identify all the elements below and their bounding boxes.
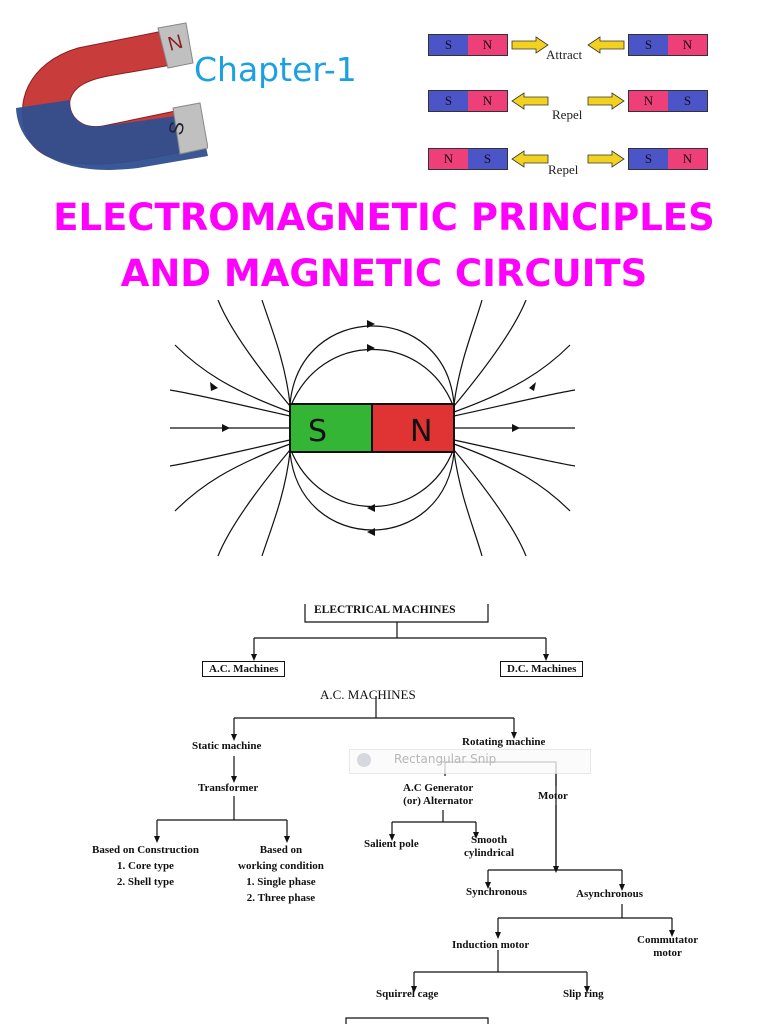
tree-root: ELECTRICAL MACHINES <box>314 604 456 616</box>
tree-slip-ring: Slip ring <box>563 988 604 1000</box>
magnet-bar: S N <box>428 34 508 56</box>
tree-induction: Induction motor <box>452 939 530 951</box>
tree-ac-heading: A.C. MACHINES <box>320 687 416 702</box>
tree-salient: Salient pole <box>364 838 419 850</box>
tree-commutator-line: Commutator <box>637 934 699 946</box>
magnet-bar: N S <box>428 148 508 170</box>
tree-commutator: Commutator motor <box>637 934 698 960</box>
pole-label: N <box>468 91 507 111</box>
attract-label: Attract <box>546 47 583 62</box>
tree-synchronous: Synchronous <box>466 886 527 898</box>
tree-working-line: working condition <box>238 860 324 872</box>
pole-label: N <box>668 149 707 169</box>
tree-generator-line: (or) Alternator <box>403 795 474 807</box>
title-line-2: AND MAGNETIC CIRCUITS <box>120 252 648 295</box>
pole-label: N <box>629 91 668 111</box>
bar-magnet-s-label: S <box>308 414 327 449</box>
tree-working: Based on working condition 1. Single pha… <box>238 842 324 906</box>
magnet-bar: S N <box>628 34 708 56</box>
arrow-icon <box>511 150 625 168</box>
bar-magnet-n-label: N <box>410 414 432 449</box>
pole-label: S <box>429 35 468 55</box>
repel-label: Repel <box>548 162 579 177</box>
tree-asynchronous: Asynchronous <box>576 888 644 900</box>
pole-label: N <box>429 149 468 169</box>
tree-construction-line: 1. Core type <box>117 860 174 872</box>
magnet-bar: S N <box>428 90 508 112</box>
pole-label: N <box>668 35 707 55</box>
pole-label: S <box>629 149 668 169</box>
tree-construction-line: 2. Shell type <box>116 876 175 888</box>
tree-commutator-line: motor <box>653 947 682 959</box>
tree-ac-machines: A.C. Machines <box>202 661 286 677</box>
tree-dc-machines: D.C. Machines <box>500 661 584 677</box>
pole-label: S <box>629 35 668 55</box>
chapter-label: Chapter-1 <box>194 50 357 89</box>
tree-squirrel: Squirrel cage <box>376 988 439 1000</box>
rectangular-snip-button[interactable] <box>349 749 591 774</box>
tree-transformer: Transformer <box>198 782 259 794</box>
tree-generator-line: A.C Generator <box>403 782 474 794</box>
tree-motor: Motor <box>538 790 568 802</box>
tree-static: Static machine <box>192 740 262 752</box>
tree-smooth-line: cylindrical <box>464 847 515 859</box>
snip-label: Rectangular Snip <box>394 752 497 766</box>
tree-construction: Based on Construction 1. Core type 2. Sh… <box>92 842 199 890</box>
magnet-bar: N S <box>628 90 708 112</box>
pole-label: S <box>468 149 507 169</box>
horseshoe-magnet: N S <box>16 22 208 170</box>
arrow-icon <box>511 36 625 54</box>
snip-icon <box>357 753 371 767</box>
horseshoe-n-label: N <box>166 31 186 56</box>
horseshoe-s-label: S <box>165 120 189 137</box>
tree-generator: A.C Generator (or) Alternator <box>403 782 473 808</box>
pole-label: N <box>468 35 507 55</box>
magnet-bar: S N <box>628 148 708 170</box>
tree-working-line: 2. Three phase <box>246 892 316 904</box>
tree-working-line: Based on <box>259 844 303 856</box>
arrow-icon <box>511 92 625 110</box>
pole-label: S <box>429 91 468 111</box>
bar-magnet-field-diagram: S N <box>170 300 576 557</box>
title-line-1: ELECTROMAGNETIC PRINCIPLES <box>53 196 715 239</box>
tree-connectors <box>154 604 675 1024</box>
pole-label: S <box>668 91 707 111</box>
tree-rotating: Rotating machine <box>462 736 546 748</box>
tree-construction-line: Based on Construction <box>92 844 199 856</box>
repel-label: Repel <box>552 107 583 122</box>
tree-smooth-line: Smooth <box>471 834 508 846</box>
tree-smooth: Smooth cylindrical <box>464 834 514 860</box>
tree-working-line: 1. Single phase <box>246 876 316 888</box>
